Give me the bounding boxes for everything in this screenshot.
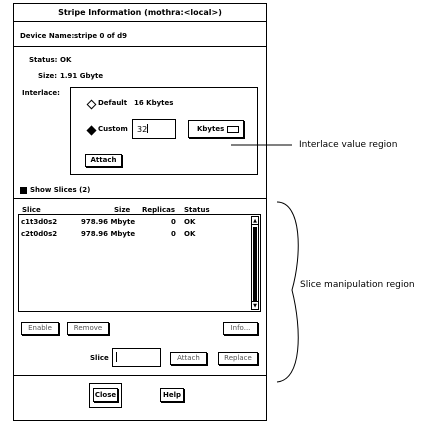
scroll-down-arrow-icon[interactable]: ▼ bbox=[252, 301, 258, 309]
device-name-label: Device Name: bbox=[20, 32, 75, 40]
slice-cell: c2t0d0s2 bbox=[21, 230, 58, 238]
default-button-ring bbox=[89, 383, 122, 408]
text-cursor bbox=[116, 352, 117, 362]
custom-interlace-value: 32 bbox=[137, 125, 148, 134]
column-header-status: Status bbox=[184, 206, 210, 214]
info-button[interactable]: Info... bbox=[223, 322, 258, 335]
size-label: Size: bbox=[38, 72, 58, 80]
default-interlace-value: 16 Kbytes bbox=[134, 99, 174, 107]
interlace-region-annotation: Interlace value region bbox=[299, 140, 398, 150]
divider bbox=[14, 198, 266, 199]
stripe-information-window bbox=[13, 3, 267, 421]
slice-region-annotation: Slice manipulation region bbox=[300, 280, 415, 290]
enable-button[interactable]: Enable bbox=[21, 322, 59, 335]
scrollbar-thumb[interactable] bbox=[253, 227, 257, 301]
help-button[interactable]: Help bbox=[160, 388, 184, 402]
status-label: Status: bbox=[29, 56, 58, 64]
slice-cell: c1t3d0s2 bbox=[21, 218, 58, 226]
remove-button[interactable]: Remove bbox=[67, 322, 109, 335]
window-title: Stripe Information (mothra:<local>) bbox=[14, 4, 266, 22]
table-row[interactable]: c1t3d0s2 978.96 Mbyte 0 OK bbox=[20, 218, 250, 228]
size-value: 1.91 Gbyte bbox=[60, 72, 104, 80]
status-cell: OK bbox=[184, 218, 196, 226]
text-cursor bbox=[147, 124, 149, 133]
close-button[interactable]: Close bbox=[93, 388, 118, 402]
status-value: OK bbox=[60, 56, 72, 64]
column-header-size: Size bbox=[114, 206, 131, 214]
replicas-cell: 0 bbox=[171, 230, 176, 238]
slice-list-scrollbar[interactable]: ▲ ▼ bbox=[251, 216, 259, 310]
custom-radio-label: Custom bbox=[98, 125, 128, 133]
interlace-unit-value: Kbytes bbox=[197, 125, 225, 133]
interlace-panel bbox=[70, 87, 258, 175]
divider bbox=[14, 375, 266, 376]
device-name-value: stripe 0 of d9 bbox=[74, 32, 128, 40]
show-slices-label: Show Slices (2) bbox=[30, 186, 91, 194]
show-slices-checkbox[interactable] bbox=[20, 187, 27, 194]
slice-input[interactable] bbox=[112, 348, 161, 367]
scroll-up-arrow-icon[interactable]: ▲ bbox=[252, 218, 258, 225]
slice-field-label: Slice bbox=[90, 354, 109, 362]
replicas-cell: 0 bbox=[171, 218, 176, 226]
divider bbox=[14, 46, 266, 47]
table-row[interactable]: c2t0d0s2 978.96 Mbyte 0 OK bbox=[20, 230, 250, 240]
slice-list[interactable] bbox=[18, 214, 261, 312]
size-cell: 978.96 Mbyte bbox=[81, 230, 136, 238]
column-header-slice: Slice bbox=[22, 206, 41, 214]
size-cell: 978.96 Mbyte bbox=[81, 218, 136, 226]
default-radio-label: Default bbox=[98, 99, 128, 107]
interlace-label: Interlace: bbox=[22, 89, 60, 97]
interlace-attach-button[interactable]: Attach bbox=[85, 154, 122, 167]
custom-interlace-input[interactable]: 32 bbox=[132, 119, 176, 139]
slice-attach-button[interactable]: Attach bbox=[170, 352, 207, 365]
interlace-unit-menu[interactable]: Kbytes bbox=[188, 120, 244, 138]
slice-region-bracket bbox=[276, 201, 299, 383]
menu-button-icon bbox=[227, 126, 239, 133]
status-cell: OK bbox=[184, 230, 196, 238]
column-header-replicas: Replicas bbox=[142, 206, 175, 214]
replace-button[interactable]: Replace bbox=[218, 352, 258, 365]
